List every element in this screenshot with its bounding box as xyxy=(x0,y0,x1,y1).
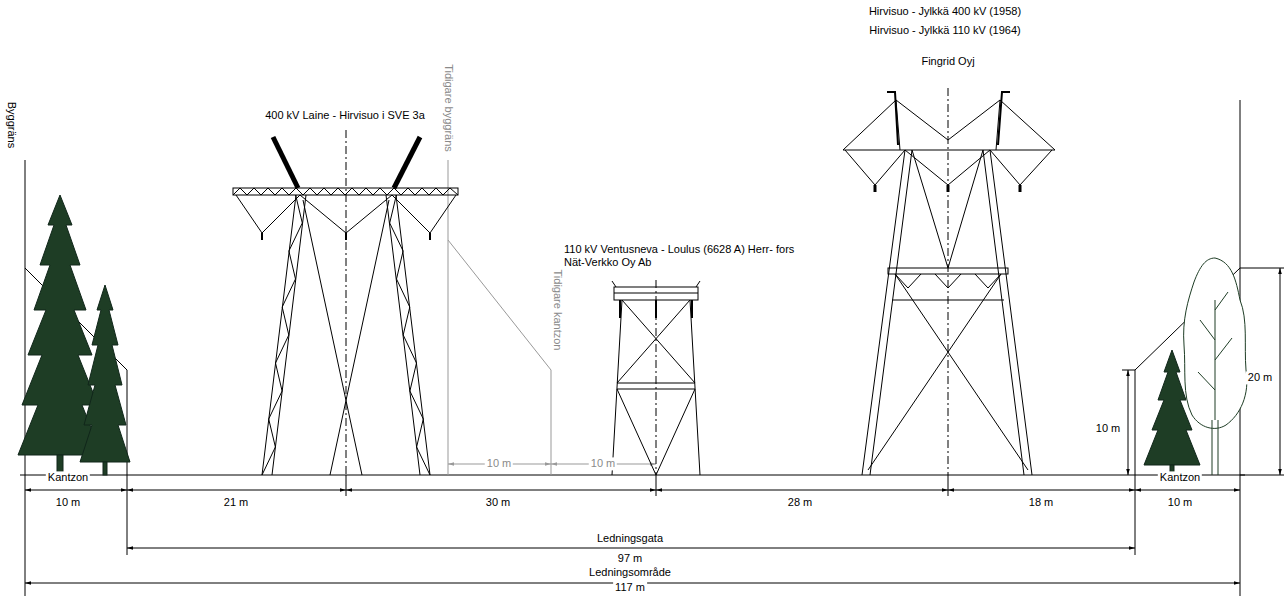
line-title: Hirvisuo - Jylkkä 400 kV (1958) xyxy=(867,5,1023,18)
dimension: 10 m xyxy=(1166,496,1194,509)
dimension: 28 m xyxy=(786,496,814,509)
dimension: 10 m xyxy=(1094,422,1122,435)
zone-name: Ledningsområde xyxy=(587,566,673,579)
dimension: 18 m xyxy=(1027,496,1055,509)
zone-name: Kantzon xyxy=(46,471,90,484)
boundary-label: Tidigare kantzon xyxy=(550,268,563,353)
dimension: 10 m xyxy=(485,457,513,470)
dimension: 10 m xyxy=(54,496,82,509)
boundary-label: Byggräns xyxy=(4,100,17,150)
line-title: 400 kV Laine - Hirvisuo i SVE 3a xyxy=(263,109,427,122)
dimension: 21 m xyxy=(222,496,250,509)
boundary-label: Tidigare byggräns xyxy=(441,62,454,154)
dimension: 97 m xyxy=(616,552,644,565)
zone-name: Kantzon xyxy=(1158,471,1202,484)
zone-name: Ledningsgata xyxy=(595,532,665,545)
line-title: 110 kV Ventusneva - Loulus (6628 A) Herr… xyxy=(562,243,798,269)
dimension: 30 m xyxy=(484,496,512,509)
dimension: 20 m xyxy=(1246,371,1274,384)
owner-name: Fingrid Oyj xyxy=(919,55,976,68)
line-title: Hirvisuo - Jylkkä 110 kV (1964) xyxy=(867,24,1022,37)
dimension: 10 m xyxy=(589,457,617,470)
dimension: 117 m xyxy=(613,581,647,594)
